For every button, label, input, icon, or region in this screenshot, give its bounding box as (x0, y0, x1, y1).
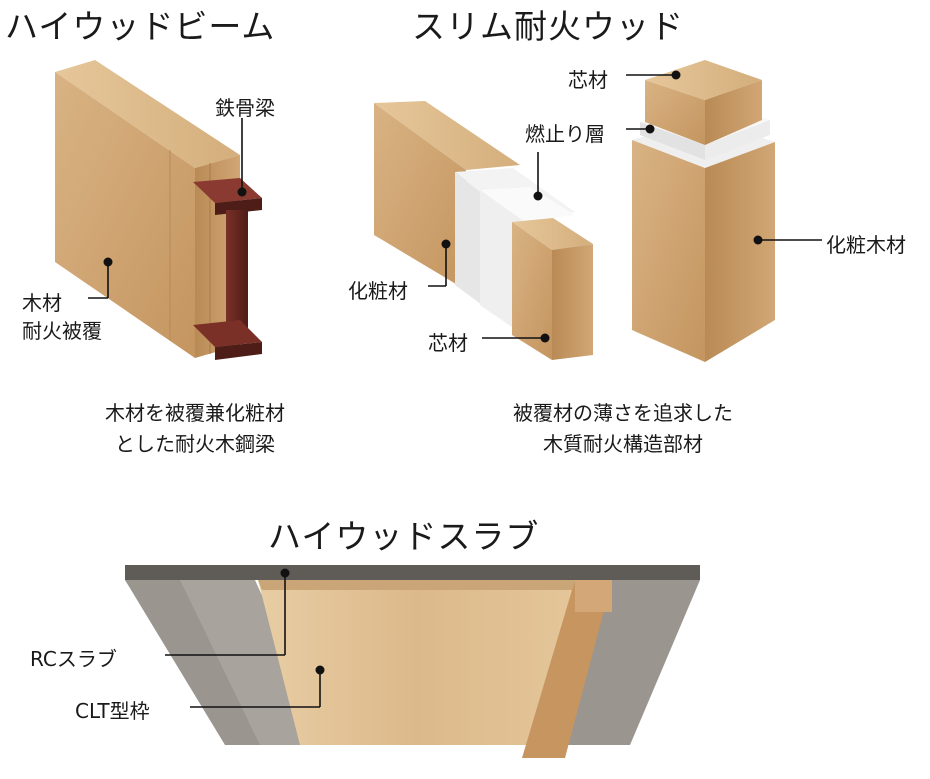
hiwood-beam-caption-line1: 木材を被覆兼化粧材 (105, 401, 285, 425)
label-decorative-wood-right: 化粧木材 (826, 233, 906, 257)
label-steel-beam: 鉄骨梁 (215, 96, 275, 120)
slim-wood-caption-line1: 被覆材の薄さを追求した (513, 401, 733, 425)
hiwood-beam-caption-line2: とした耐火木鋼梁 (115, 432, 275, 456)
hiwood-slab-illustration (125, 565, 700, 758)
label-fireproof-cover: 耐火被覆 (22, 319, 102, 343)
label-clt-formwork: CLT型枠 (75, 699, 150, 723)
hiwood-beam-illustration (55, 60, 262, 360)
label-core-bottom: 芯材 (428, 331, 468, 355)
slim-fireproof-wood-title: スリム耐火ウッド (412, 7, 684, 46)
hiwood-beam-caption: 木材を被覆兼化粧材 とした耐火木鋼梁 (65, 398, 325, 460)
label-core-top: 芯材 (568, 68, 608, 92)
label-rc-slab: RCスラブ (30, 647, 117, 671)
label-wood: 木材 (22, 291, 62, 315)
slim-wood-caption: 被覆材の薄さを追求した 木質耐火構造部材 (478, 398, 768, 460)
hiwood-slab-title: ハイウッドスラブ (268, 517, 540, 556)
slim-wood-caption-line2: 木質耐火構造部材 (543, 432, 703, 456)
label-fire-stop-layer: 燃止り層 (525, 122, 605, 146)
slim-wood-column-illustration (632, 60, 775, 362)
hiwood-beam-title: ハイウッドビーム (5, 7, 276, 46)
label-decorative-wood-left: 化粧材 (348, 279, 408, 303)
leader-lines (88, 70, 822, 708)
